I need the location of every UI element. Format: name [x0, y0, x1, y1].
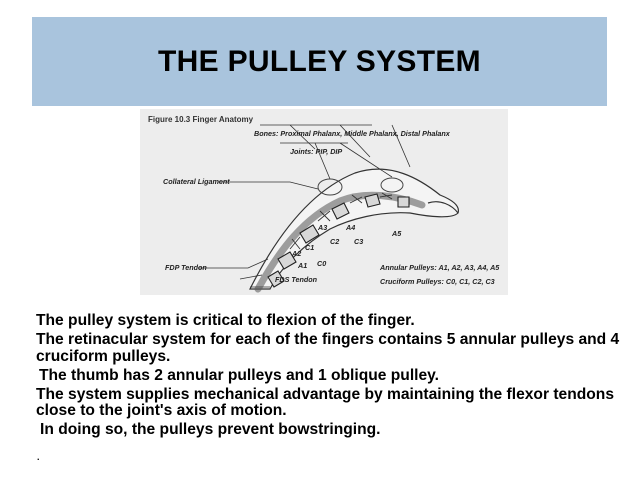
paragraph: In doing so, the pulleys prevent bowstri…	[40, 421, 381, 438]
figure-number: Figure 10.3	[148, 115, 191, 124]
fdp-tendon-label: FDP Tendon	[165, 263, 207, 272]
bones-label: Bones: Proximal Phalanx, Middle Phalanx,…	[254, 129, 450, 138]
joints-label: Joints: PIP, DIP	[290, 147, 343, 156]
pulley-label-a5: A5	[392, 229, 402, 238]
trailing-mark: .	[37, 452, 40, 462]
pulley-label-a4: A4	[346, 223, 356, 232]
pulley-label-a3: A3	[318, 223, 328, 232]
paragraph: The system supplies mechanical advantage…	[36, 385, 614, 419]
finger-anatomy-drawing	[198, 124, 460, 293]
slide-body: The pulley system is critical to flexion…	[36, 312, 626, 441]
fds-tendon-label: FDS Tendon	[275, 275, 318, 284]
pulley-label-a1: A1	[298, 261, 308, 270]
figure-name: Finger Anatomy	[192, 115, 254, 124]
pulley-label-c3: C3	[354, 237, 364, 246]
collateral-ligament-label: Collateral Ligament	[163, 177, 230, 186]
cruciform-pulleys-label: Cruciform Pulleys: C0, C1, C2, C3	[380, 277, 495, 286]
annular-pulleys-label: Annular Pulleys: A1, A2, A3, A4, A5	[380, 263, 500, 272]
pulley-label-c0: C0	[317, 259, 327, 268]
pulley-label-a2: A2	[292, 249, 302, 258]
title-band: THE PULLEY SYSTEM	[32, 17, 607, 106]
slide-title: THE PULLEY SYSTEM	[158, 44, 481, 78]
paragraph: The retinacular system for each of the f…	[36, 331, 620, 365]
finger-anatomy-figure: Figure 10.3 Finger Anatomy Bones: Proxim…	[140, 109, 508, 295]
pulley-label-c1: C1	[305, 243, 315, 252]
pulley-label-c2: C2	[330, 237, 340, 246]
paragraph: The pulley system is critical to flexion…	[36, 312, 415, 329]
figure-title: Figure 10.3 Finger Anatomy	[148, 115, 253, 124]
paragraph: The thumb has 2 annular pulleys and 1 ob…	[39, 366, 440, 384]
